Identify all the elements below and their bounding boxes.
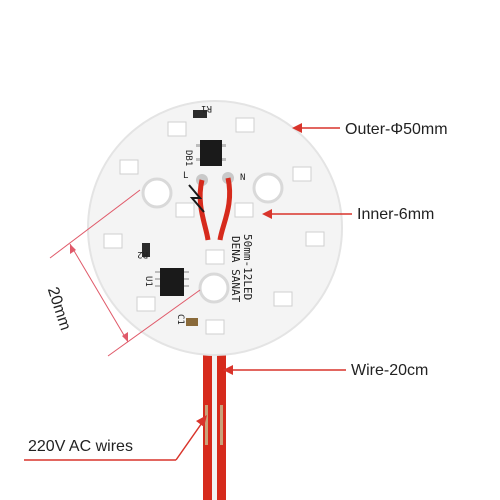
resistor-r1 bbox=[193, 110, 207, 118]
silk-l: L bbox=[183, 171, 188, 181]
driver-ic-u1 bbox=[160, 268, 184, 296]
silk-c1: C1 bbox=[175, 314, 185, 325]
outer-diameter-label: Outer-Φ50mm bbox=[345, 121, 448, 138]
led-chips bbox=[103, 117, 325, 335]
ac-wire-pair bbox=[203, 330, 226, 500]
input-leads bbox=[188, 172, 234, 241]
ic-components bbox=[142, 110, 226, 326]
silk-r1: R1 bbox=[201, 103, 212, 113]
ac-wires-label: 220V AC wires bbox=[28, 438, 133, 455]
silk-brand: DENA SANAT bbox=[229, 236, 242, 303]
silk-n: N bbox=[240, 173, 245, 183]
mounting-holes bbox=[141, 172, 284, 304]
callout-arrows bbox=[24, 123, 352, 461]
silk-db1: DB1 bbox=[183, 150, 193, 166]
pcb-disc bbox=[87, 100, 343, 356]
capacitor-c1 bbox=[186, 318, 198, 326]
wire-length-label: Wire-20cm bbox=[351, 362, 429, 379]
resistor-r2 bbox=[142, 243, 150, 257]
bridge-rectifier-db1 bbox=[200, 140, 222, 166]
dimension-20mm-line bbox=[49, 189, 201, 357]
inner-hole-label: Inner-6mm bbox=[357, 206, 435, 223]
silk-r2: R2 bbox=[137, 249, 148, 259]
silk-model: 50mm-12LED bbox=[241, 234, 254, 300]
silk-u1: U1 bbox=[143, 276, 153, 287]
